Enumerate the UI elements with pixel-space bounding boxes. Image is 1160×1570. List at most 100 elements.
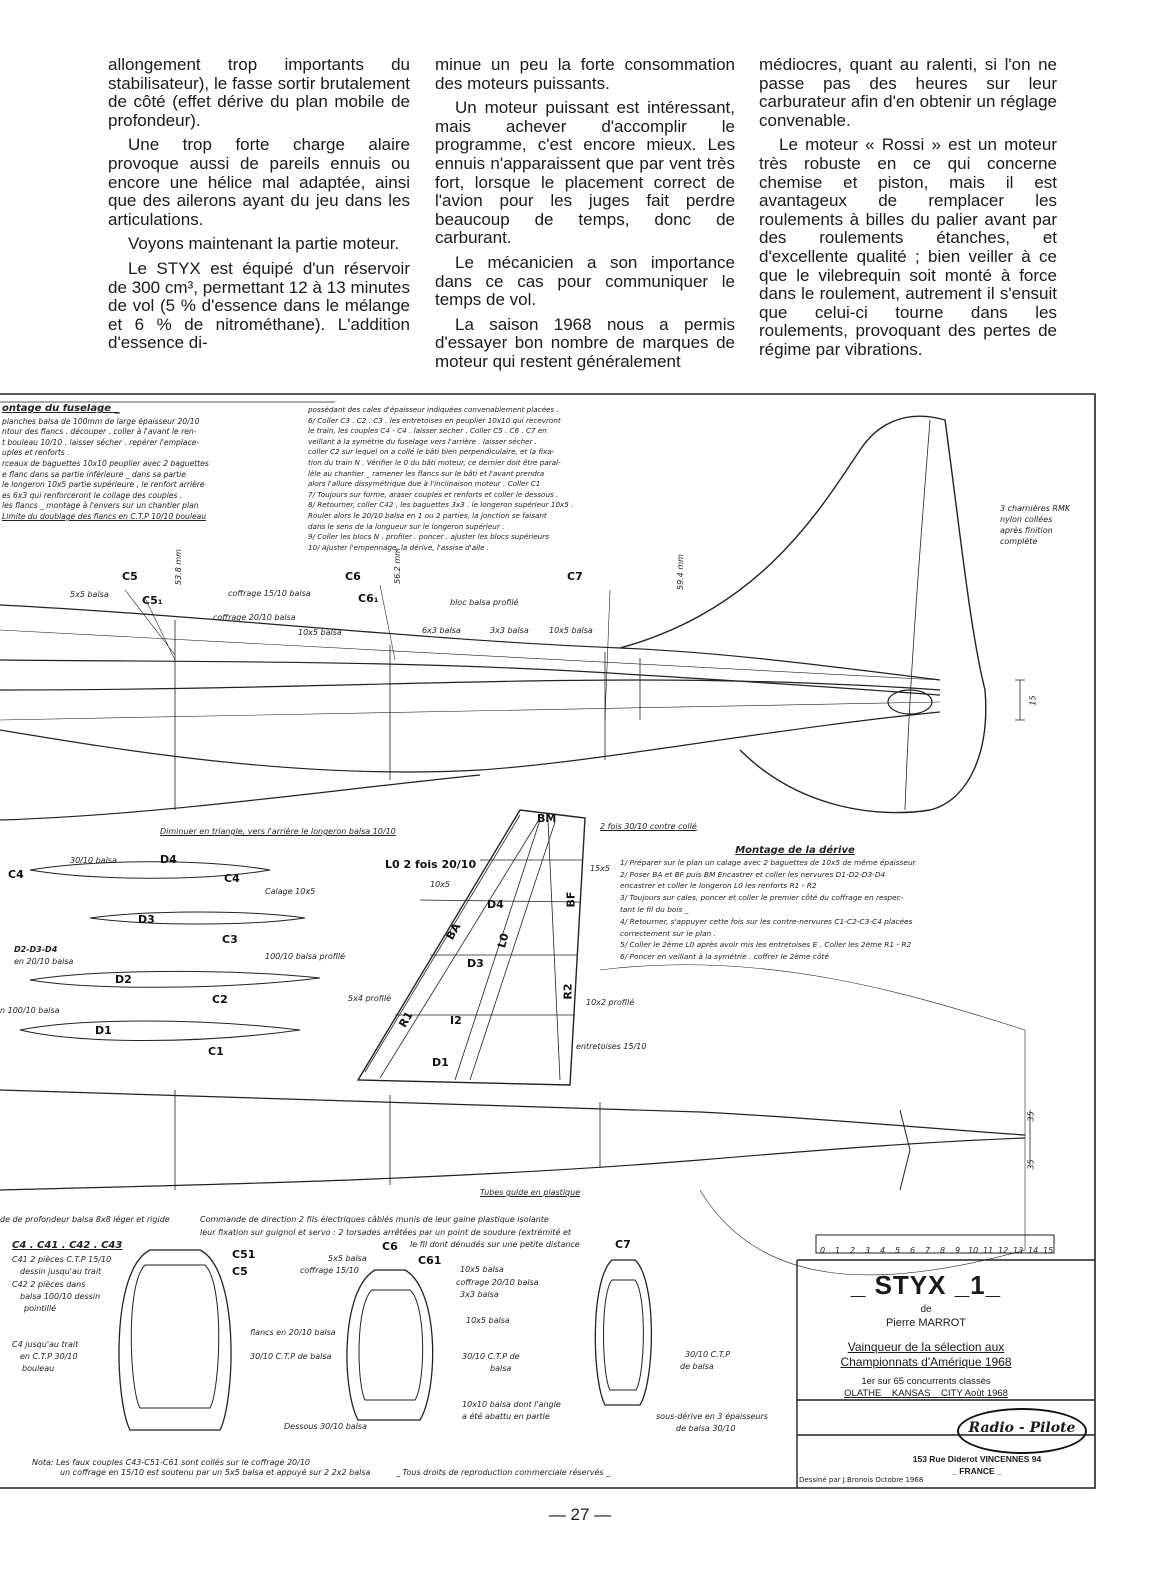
note-line: 4/ Retourner, s'appuyer cette fois sur l… bbox=[620, 916, 913, 926]
paragraph: Un moteur puissant est intéressant, mais… bbox=[435, 98, 735, 248]
label-3x3: 3x3 balsa bbox=[460, 1290, 499, 1299]
title-line-3: 1er sur 65 concurrents classés bbox=[861, 1376, 991, 1387]
note-line: 9/ Coller les blocs N . profiler . ponce… bbox=[308, 532, 549, 542]
label-d3-fin: D3 bbox=[467, 957, 484, 970]
label-commande-2: leur fixation sur guignol et servo : 2 t… bbox=[200, 1228, 572, 1237]
label-angle-2: a été abattu en partie bbox=[462, 1412, 550, 1421]
scale-tick: 9 bbox=[955, 1246, 961, 1255]
label-droits: _ Tous droits de reproduction commercial… bbox=[396, 1468, 611, 1477]
label-sous-derive: sous-dérive en 3 épaisseurs bbox=[656, 1412, 768, 1421]
article-column-1: allongement trop importants du stabilisa… bbox=[108, 55, 410, 359]
label-commande: Commande de direction 2 fils électriques… bbox=[200, 1215, 549, 1224]
paragraph: minue un peu la forte consommation des m… bbox=[435, 55, 735, 93]
dimension: 56.2 mm bbox=[393, 548, 402, 584]
note-line: nylon collées bbox=[1000, 515, 1053, 524]
scale-tick: 10 bbox=[968, 1246, 979, 1255]
note-line: t bouleau 10/10 . laisser sécher . repér… bbox=[2, 437, 200, 447]
scale-tick: 5 bbox=[895, 1246, 901, 1255]
scale-rule: 0 1 2 3 4 5 6 7 8 9 10 11 12 13 14 15 bbox=[818, 1246, 1056, 1260]
note-line: rceaux de baguettes 10x10 peuplier avec … bbox=[2, 458, 209, 468]
label-en-20: en 20/10 balsa bbox=[14, 957, 74, 966]
label-profile: 100/10 balsa profilé bbox=[265, 952, 346, 961]
label-6x3: 6x3 balsa bbox=[422, 626, 461, 635]
label-coffrage: coffrage 15/10 bbox=[300, 1266, 359, 1275]
article-column-3: médiocres, quant au ralenti, si l'on ne … bbox=[759, 55, 1057, 366]
label-diminuer: Diminuer en triangle, vers l'arrière le … bbox=[160, 827, 396, 836]
note-line: le train, les couples C4 - C4 . laisser … bbox=[308, 426, 547, 436]
label-bf: BF bbox=[564, 891, 578, 908]
label-c4c: en C.T.P 30/10 bbox=[20, 1352, 78, 1361]
paragraph: médiocres, quant au ralenti, si l'on ne … bbox=[759, 55, 1057, 130]
paragraph: allongement trop importants du stabilisa… bbox=[108, 55, 410, 130]
note-line: 6/ Poncer en veillant à la symétrie . co… bbox=[620, 952, 829, 962]
label-10x5b: 10x5 balsa bbox=[466, 1316, 510, 1325]
label-coffrage-20: coffrage 20/10 balsa bbox=[456, 1278, 539, 1287]
label-c4-left: C4 bbox=[8, 868, 24, 881]
publisher-logo: Radio - Pilote bbox=[957, 1408, 1087, 1454]
note-line: correctement sur le plan . bbox=[620, 928, 716, 938]
label-flancs: flancs en 20/10 balsa bbox=[250, 1328, 336, 1337]
label-ctp: 30/10 C.T.P de balsa bbox=[250, 1352, 332, 1361]
note-line: uples et renforts . bbox=[2, 448, 70, 458]
label-d2-d3-d4: D2-D3-D4 bbox=[14, 945, 58, 954]
scale-tick: 0 bbox=[820, 1246, 826, 1255]
note-line: alors l'allure dissymétrique due à l'inc… bbox=[308, 479, 541, 489]
plan-author: Pierre MARROT bbox=[885, 1317, 967, 1329]
label-contre-colle: 2 fois 30/10 contre collé bbox=[600, 822, 697, 831]
fuselage-assembly-notes: ontage du fuselage _ planches balsa de 1… bbox=[2, 404, 234, 523]
dimension: 35 bbox=[1026, 1111, 1036, 1122]
label-d2: D2 bbox=[115, 973, 132, 986]
label-3x3: 3x3 balsa bbox=[490, 626, 529, 635]
label-5x5: 5x5 balsa bbox=[70, 590, 109, 599]
note-line: complète bbox=[1000, 537, 1038, 546]
scale-tick: 1 bbox=[835, 1246, 841, 1255]
label-c42: C42 2 pièces dans bbox=[12, 1280, 86, 1289]
label-sous-derive-2: de balsa 30/10 bbox=[676, 1424, 736, 1433]
note-line: tion du train N . Vérifier le 0 du bâti … bbox=[308, 457, 561, 467]
paragraph: Le STYX est équipé d'un réservoir de 300… bbox=[108, 258, 410, 353]
note-line: les flancs _ montage à l'envers sur un c… bbox=[2, 501, 199, 511]
scale-tick: 14 bbox=[1028, 1246, 1039, 1255]
label-coffrage-15: coffrage 15/10 balsa bbox=[228, 589, 311, 598]
label-100-balsa: n 100/10 balsa bbox=[0, 1006, 60, 1015]
label-c42b: balsa 100/10 dessin bbox=[20, 1292, 101, 1301]
publisher-address: 153 Rue Diderot VINCENNES 94 bbox=[912, 1454, 1042, 1464]
scale-tick: 11 bbox=[983, 1246, 994, 1255]
note-line: 8/ Retourner, coller C42 , les baguettes… bbox=[308, 500, 574, 510]
paragraph: Le moteur « Rossi » est un moteur très r… bbox=[759, 135, 1057, 359]
label-d4-fin: D4 bbox=[487, 898, 504, 911]
label-angle: 10x10 balsa dont l'angle bbox=[462, 1400, 561, 1409]
fuselage-assembly-steps: possèdant des cales d'épaisseur indiquée… bbox=[308, 405, 620, 553]
label-c1: C1 bbox=[208, 1045, 224, 1058]
label-10x5: 10x5 balsa bbox=[460, 1265, 504, 1274]
note-line: 3/ Toujours sur cales, poncer et coller … bbox=[620, 893, 904, 903]
label-nota-2: un coffrage en 15/10 est soutenu par un … bbox=[60, 1468, 371, 1477]
label-ctp-e: de balsa bbox=[680, 1362, 714, 1371]
label-bloc: bloc balsa profilé bbox=[450, 598, 519, 607]
label-section-c5: C5 bbox=[232, 1265, 248, 1278]
scale-tick: 12 bbox=[998, 1246, 1009, 1255]
dimension: 59.4 mm bbox=[676, 554, 685, 590]
note-line: encastrer et coller le longeron L0 les r… bbox=[620, 881, 817, 891]
plan-drawing bbox=[0, 393, 1096, 1489]
label-10x5: 10x5 bbox=[430, 880, 451, 889]
note-line: 3 charnières RMK bbox=[1000, 504, 1071, 513]
paragraph: Voyons maintenant la partie moteur. bbox=[128, 234, 400, 254]
note-line: après finition bbox=[1000, 526, 1053, 535]
label-nota: Nota: Les faux couples C43-C51-C61 sont … bbox=[32, 1458, 311, 1467]
paragraph: Une trop forte charge alaire provoque au… bbox=[108, 135, 410, 229]
label-c3: C3 bbox=[222, 933, 238, 946]
label-entretoises: entretoises 15/10 bbox=[576, 1042, 647, 1051]
label-10x2: 10x2 profilé bbox=[586, 998, 635, 1007]
label-5x5: 5x5 balsa bbox=[328, 1254, 367, 1263]
title-line-2: Championnats d'Amérique 1968 bbox=[840, 1355, 1012, 1369]
note-line: Rouler alors le 20/10 balsa en 1 ou 2 pa… bbox=[308, 510, 547, 520]
scale-tick: 2 bbox=[850, 1246, 856, 1255]
note-line: es 6x3 qui renforceront le collage des c… bbox=[2, 490, 183, 500]
label-commande-3: le fil dont dénudés sur une petite dista… bbox=[410, 1240, 580, 1249]
label-15x5: 15x5 bbox=[590, 864, 611, 873]
label-lo: L0 2 fois 20/10 bbox=[385, 858, 477, 871]
title-block: _ STYX _1_ de Pierre MARROT Vainqueur de… bbox=[797, 1258, 1087, 1488]
note-line: 6/ Coller C3 . C2 . C3 . les entretoises… bbox=[308, 415, 561, 425]
dimension: 15 bbox=[1028, 695, 1038, 706]
